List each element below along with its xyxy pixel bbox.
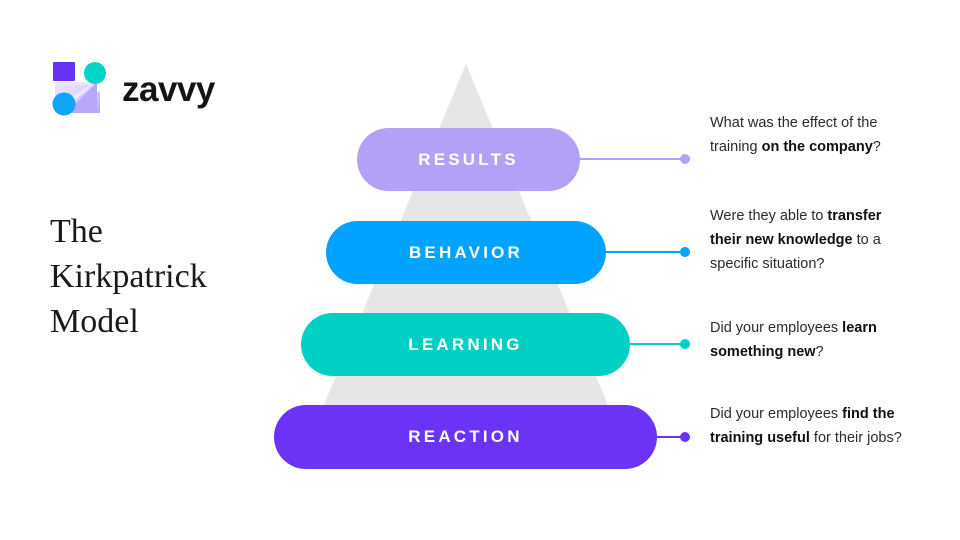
page-title-line-1: The bbox=[50, 213, 103, 250]
note-reaction-suffix: for their jobs? bbox=[809, 429, 902, 446]
connector-results-line bbox=[580, 158, 690, 160]
connector-results bbox=[580, 152, 690, 166]
note-behavior: Were they able to transfer their new kno… bbox=[710, 205, 915, 277]
connector-behavior bbox=[606, 245, 690, 259]
note-reaction: Did your employees find the training use… bbox=[710, 403, 915, 451]
note-reaction-prefix: Did your employees bbox=[710, 406, 843, 422]
note-behavior-prefix: Were they able to bbox=[710, 208, 828, 224]
note-learning-suffix: ? bbox=[815, 343, 824, 360]
note-results-bold: on the company bbox=[761, 138, 873, 155]
page-title-line-2: Kirkpatrick bbox=[50, 257, 207, 295]
connector-learning-line bbox=[630, 343, 690, 345]
connector-reaction-line bbox=[657, 436, 690, 438]
note-results-prefix: What was the effect of the training bbox=[710, 115, 878, 155]
pyramid-level-reaction[interactable]: REACTION bbox=[274, 405, 657, 469]
page-title-line-3: Model bbox=[50, 302, 139, 340]
connector-behavior-dot bbox=[680, 247, 690, 257]
pyramid-level-results-label: RESULTS bbox=[418, 149, 519, 169]
connector-reaction bbox=[657, 430, 690, 444]
note-learning: Did your employees learn something new? bbox=[710, 317, 915, 365]
pyramid-level-behavior-label: BEHAVIOR bbox=[408, 242, 524, 262]
connector-behavior-line bbox=[606, 251, 690, 253]
pyramid-level-learning[interactable]: LEARNING bbox=[301, 313, 630, 376]
brand-logo: zavvy bbox=[50, 60, 215, 118]
note-results-suffix: ? bbox=[872, 138, 881, 155]
brand-wordmark: zavvy bbox=[122, 69, 215, 109]
connector-reaction-dot bbox=[680, 432, 690, 442]
note-behavior-suffix: to a specific situation? bbox=[710, 231, 881, 272]
pyramid-level-behavior[interactable]: BEHAVIOR bbox=[326, 221, 606, 284]
note-results: What was the effect of the training on t… bbox=[710, 112, 915, 160]
connector-learning bbox=[630, 337, 690, 351]
page-title: The Kirkpatrick Model bbox=[50, 210, 300, 345]
pyramid-level-learning-label: LEARNING bbox=[408, 334, 523, 354]
note-reaction-bold: find the training useful bbox=[710, 406, 895, 446]
connector-results-dot bbox=[680, 154, 690, 164]
pyramid-level-results[interactable]: RESULTS bbox=[357, 128, 580, 191]
note-behavior-bold: transfer their new knowledge bbox=[710, 208, 882, 248]
pyramid-level-reaction-label: REACTION bbox=[408, 427, 523, 446]
connector-learning-dot bbox=[680, 339, 690, 349]
note-learning-prefix: Did your employees bbox=[710, 320, 843, 336]
zavvy-z-logo-icon bbox=[50, 60, 108, 118]
note-learning-bold: learn something new bbox=[710, 320, 877, 360]
